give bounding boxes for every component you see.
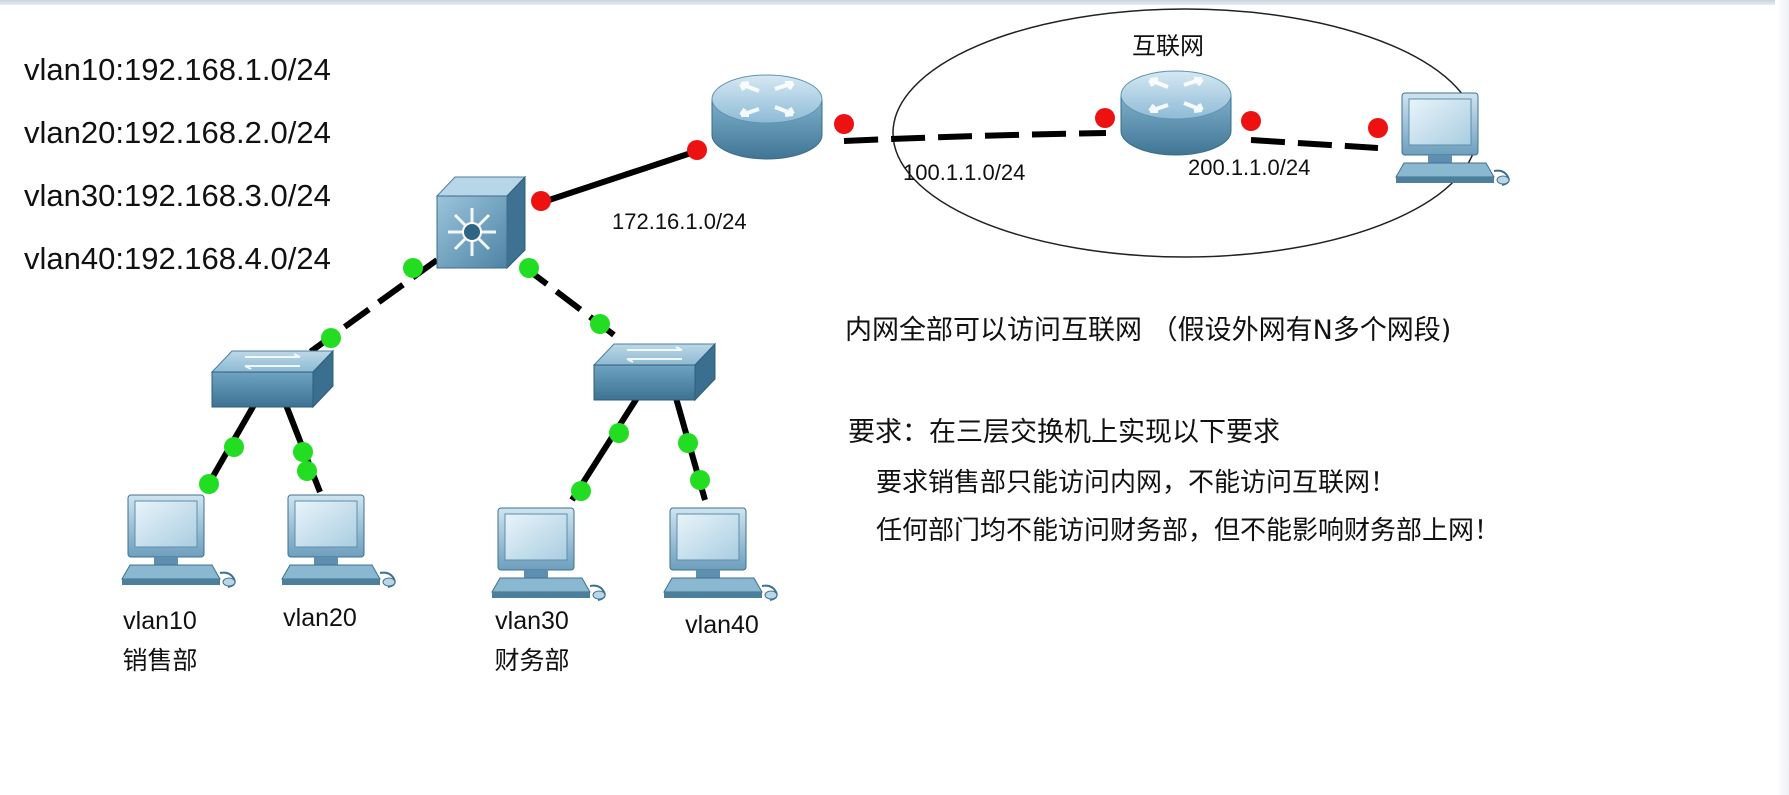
dot-right-vlan40-a <box>678 433 698 453</box>
pc-vlan20-label: vlan20 <box>270 598 370 638</box>
subnet-vlan30: vlan30:192.168.3.0/24 <box>24 178 331 213</box>
pc-vlan10-label: vlan10 销售部 <box>110 601 210 681</box>
dot-right-vlan40-b <box>690 470 710 490</box>
access-switch-right <box>592 342 717 402</box>
requirement-1: 要求销售部只能访问内网，不能访问互联网！ <box>876 468 1397 498</box>
pc-vlan30-label: vlan30 财务部 <box>482 601 582 681</box>
subnet-list: vlan10:192.168.1.0/24 vlan20:192.168.2.0… <box>24 38 331 290</box>
dot-core-left-b <box>321 328 341 348</box>
pc-vlan20 <box>281 494 396 588</box>
dot-core-right-b <box>590 314 610 334</box>
access-switch-left <box>210 349 335 409</box>
dot-left-vlan20-a <box>293 442 313 462</box>
link-core-switch-to-router <box>539 147 701 206</box>
dot-core-right-a <box>519 258 539 278</box>
pc-vlan10-vlan: vlan10 <box>123 607 197 635</box>
dot-core-router-a <box>531 191 551 211</box>
access-note: 内网全部可以访问互联网 （假设外网有N多个网段) <box>845 315 1452 346</box>
pc-vlan30-dept: 财务部 <box>494 647 570 675</box>
right-edge <box>1775 0 1789 795</box>
pc-vlan40-label: vlan40 <box>672 605 772 645</box>
link-router-to-isp <box>843 130 1107 144</box>
dot-right-vlan30-b <box>571 481 591 501</box>
isp-router <box>1120 70 1232 156</box>
link-status-dots <box>199 108 1388 501</box>
subnet-vlan10: vlan10:192.168.1.0/24 <box>24 52 331 87</box>
layer3-switch <box>435 175 527 270</box>
pc-vlan10 <box>121 494 236 588</box>
pc-vlan30-vlan: vlan30 <box>495 607 569 635</box>
core-network-label: 172.16.1.0/24 <box>612 209 747 234</box>
requirement-title: 要求：在三层交换机上实现以下要求 <box>848 417 1280 448</box>
subnet-vlan20: vlan20:192.168.2.0/24 <box>24 115 331 150</box>
dot-left-vlan10-a <box>224 437 244 457</box>
dot-router-isp-b <box>1095 108 1115 128</box>
pc-vlan10-dept: 销售部 <box>122 647 198 675</box>
top-border <box>0 0 1789 5</box>
border-router <box>711 74 823 160</box>
link-isp-to-remote-pc <box>1250 137 1379 151</box>
pc-vlan30 <box>491 507 606 601</box>
dot-left-vlan20-b <box>297 461 317 481</box>
pc-remote <box>1395 92 1510 186</box>
dot-isp-remote-b <box>1368 118 1388 138</box>
dot-router-isp-a <box>834 114 854 134</box>
remote-network-label: 200.1.1.0/24 <box>1188 155 1311 180</box>
dot-left-vlan10-b <box>199 474 219 494</box>
pc-vlan40 <box>663 507 778 601</box>
dot-isp-remote-a <box>1241 111 1261 131</box>
dot-right-vlan30-a <box>609 423 629 443</box>
pc-vlan20-vlan: vlan20 <box>283 604 357 632</box>
dot-core-left-a <box>403 258 423 278</box>
internet-label: 互联网 <box>1132 32 1204 60</box>
dot-core-router-b <box>687 140 707 160</box>
subnet-vlan40: vlan40:192.168.4.0/24 <box>24 241 331 276</box>
isp-network-label: 100.1.1.0/24 <box>903 160 1026 185</box>
pc-vlan40-vlan: vlan40 <box>685 611 759 639</box>
requirement-2: 任何部门均不能访问财务部，但不能影响财务部上网！ <box>876 516 1501 546</box>
